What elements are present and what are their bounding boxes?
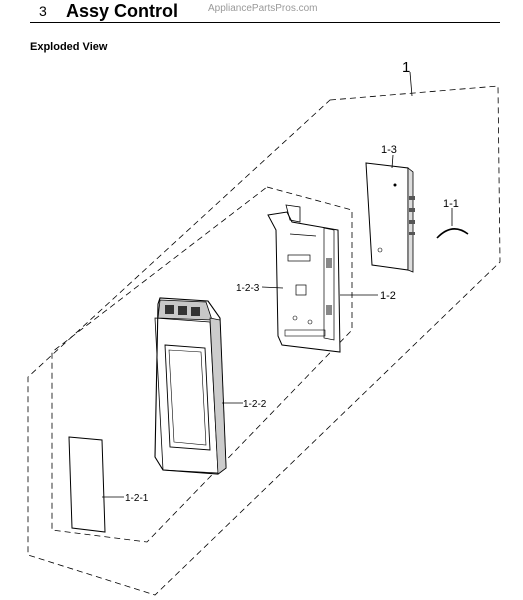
leader-lines <box>102 71 453 498</box>
section-number: 3 <box>39 3 47 19</box>
assy-boundary-outer <box>27 85 501 596</box>
callout-1-1: 1-1 <box>443 198 459 210</box>
watermark: AppliancePartsPros.com <box>208 3 318 14</box>
assy-boundary-inner <box>51 186 353 543</box>
callout-1-2-3: 1-2-3 <box>236 283 260 294</box>
callout-1: 1 <box>402 59 410 76</box>
section-subtitle: Exploded View <box>30 41 108 53</box>
film-sheet-part <box>68 436 106 533</box>
callout-1-3: 1-3 <box>381 144 397 156</box>
control-panel-frame-part <box>154 297 227 475</box>
control-bracket-part <box>267 204 341 353</box>
pcb-board-part <box>365 162 415 273</box>
callout-1-2-1: 1-2-1 <box>125 493 149 504</box>
callout-1-2-2: 1-2-2 <box>243 399 267 410</box>
header-rule <box>30 22 500 23</box>
spring-part <box>436 228 469 239</box>
callout-1-2: 1-2 <box>380 290 396 302</box>
page-title: Assy Control <box>66 1 179 21</box>
